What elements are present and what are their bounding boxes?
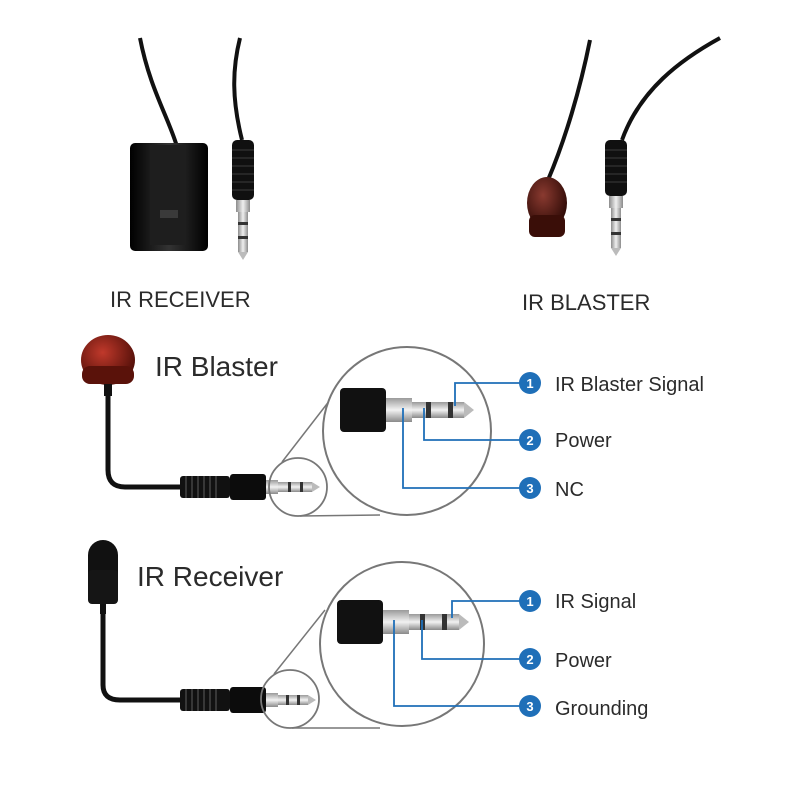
pin-number: 2 (526, 652, 533, 667)
pin-badge (519, 372, 541, 394)
receiver-cable-drawing (88, 540, 316, 713)
pin-badge (519, 648, 541, 670)
pin-number: 1 (526, 376, 533, 391)
pin-label: Power (555, 650, 612, 672)
blaster-photo (527, 36, 721, 256)
receiver-photo (130, 37, 254, 260)
pin-number: 3 (526, 481, 533, 496)
pin-label: Power (555, 430, 612, 452)
blaster-pin-3: 3 NC (519, 477, 584, 501)
blaster-zoom (268, 346, 492, 517)
receiver-callouts (393, 600, 520, 707)
pin-badge (519, 590, 541, 612)
receiver-pin-2: 2 Power (519, 648, 612, 672)
blaster-pin-1: 1 IR Blaster Signal (519, 372, 704, 396)
pin-label: NC (555, 479, 584, 501)
receiver-pin-1: 1 IR Signal (519, 590, 636, 613)
pin-label: IR Signal (555, 591, 636, 613)
pin-label: Grounding (555, 698, 648, 720)
pin-label: IR Blaster Signal (555, 374, 704, 396)
pin-badge (519, 429, 541, 451)
pin-badge (519, 695, 541, 717)
blaster-callouts (402, 382, 520, 489)
receiver-photo-caption: IR RECEIVER (110, 287, 251, 312)
receiver-pin-3: 3 Grounding (519, 695, 648, 720)
receiver-diagram-title: IR Receiver (137, 561, 283, 592)
pin-number: 2 (526, 433, 533, 448)
blaster-pin-2: 2 Power (519, 429, 612, 452)
blaster-diagram-title: IR Blaster (155, 351, 278, 382)
pin-number: 1 (526, 594, 533, 609)
pin-badge (519, 477, 541, 499)
pin-number: 3 (526, 699, 533, 714)
blaster-photo-caption: IR BLASTER (522, 290, 650, 315)
